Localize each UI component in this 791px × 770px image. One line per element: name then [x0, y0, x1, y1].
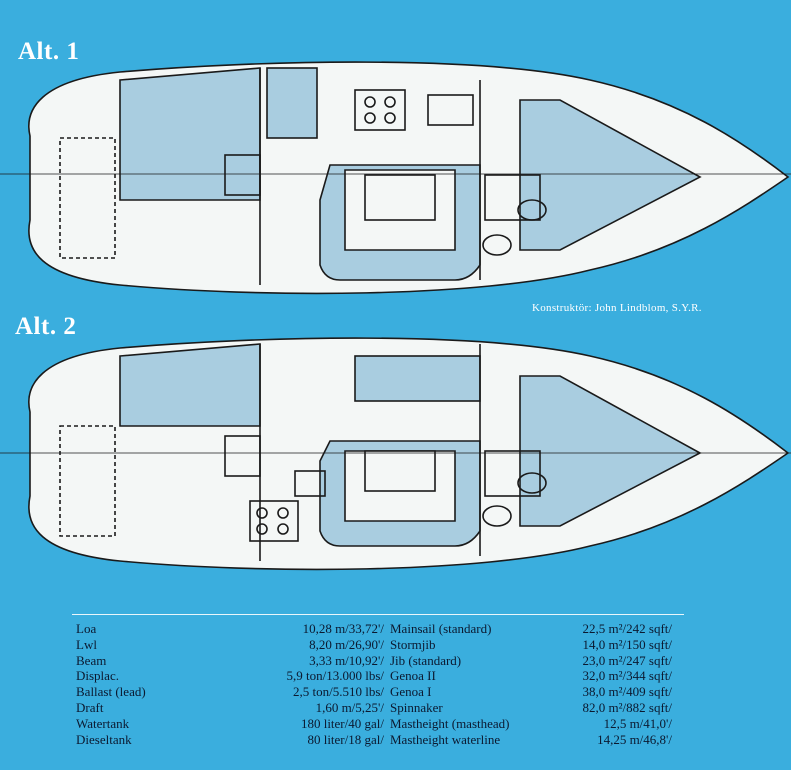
spec-value: 82,0 m²/882 sqft/ [582, 699, 672, 715]
spec-values-right: 22,5 m²/242 sqft/ 14,0 m²/150 sqft/ 23,0… [532, 621, 672, 747]
quarter-berth [266, 67, 318, 139]
spec-value: 1,60 m/5,25'/ [315, 699, 384, 715]
spec-value: 80 liter/18 gal/ [307, 731, 384, 747]
layout-1-label: Alt. 1 [18, 38, 80, 65]
spec-value: 5,9 ton/13.000 lbs/ [286, 668, 384, 684]
spec-value: 14,25 m/46,8'/ [597, 731, 672, 747]
spec-label: Genoa I [390, 684, 432, 700]
spec-value: 38,0 m²/409 sqft/ [582, 684, 672, 700]
galley-sink [427, 94, 474, 126]
spec-label: Stormjib [390, 636, 436, 652]
spec-labels-left: Loa Lwl Beam Displac. Ballast (lead) Dra… [76, 621, 146, 747]
toilet [517, 472, 547, 494]
spec-value: 8,20 m/26,90'/ [309, 636, 384, 652]
specifications-table: Loa Lwl Beam Displac. Ballast (lead) Dra… [72, 614, 684, 755]
galley-sink [294, 470, 326, 497]
spec-value: 180 liter/40 gal/ [300, 715, 384, 731]
spec-label: Beam [76, 652, 107, 668]
spec-value: 14,0 m²/150 sqft/ [582, 636, 672, 652]
spec-label: Jib (standard) [390, 652, 462, 668]
spec-label: Genoa II [390, 668, 436, 684]
head-grid [484, 450, 541, 497]
layout-1-plan [0, 61, 791, 295]
spec-value: 12,5 m/41,0'/ [603, 715, 672, 731]
spec-value: 10,28 m/33,72'/ [302, 621, 384, 636]
spec-label: Lwl [76, 636, 97, 652]
toilet [517, 199, 547, 221]
spec-label: Mainsail (standard) [390, 621, 492, 636]
spec-label: Ballast (lead) [76, 684, 146, 700]
spec-label: Mastheight waterline [390, 731, 501, 747]
aft-berth-port [119, 343, 261, 427]
cockpit-locker [59, 425, 116, 537]
settee-starboard [354, 355, 481, 402]
stove [249, 500, 299, 542]
spec-labels-right: Mainsail (standard) Stormjib Jib (standa… [390, 621, 510, 747]
cockpit-locker [59, 137, 116, 259]
spec-values-left: 10,28 m/33,72'/ 8,20 m/26,90'/ 3,33 m/10… [234, 621, 384, 747]
layout-2-plan [0, 337, 791, 571]
spec-value: 2,5 ton/5.510 lbs/ [292, 684, 384, 700]
spec-label: Mastheight (masthead) [390, 715, 510, 731]
spec-value: 3,33 m/10,92'/ [309, 652, 384, 668]
head-grid [484, 174, 541, 221]
aft-berth-port [119, 67, 261, 201]
stove [354, 89, 406, 131]
spec-label: Watertank [76, 715, 130, 731]
v-berth [519, 99, 702, 251]
spec-value: 22,5 m²/242 sqft/ [582, 621, 672, 636]
spec-label: Loa [76, 621, 97, 636]
layout-2-label: Alt. 2 [15, 313, 77, 340]
designer-credit: Konstruktör: John Lindblom, S.Y.R. [532, 302, 702, 314]
spec-label: Dieseltank [76, 731, 132, 747]
spec-value: 32,0 m²/344 sqft/ [582, 668, 672, 684]
spec-label: Displac. [76, 668, 119, 684]
washbasin [482, 234, 512, 256]
v-berth [519, 375, 702, 527]
washbasin [482, 505, 512, 527]
spec-label: Spinnaker [390, 699, 443, 715]
spec-label: Draft [76, 699, 104, 715]
spec-value: 23,0 m²/247 sqft/ [582, 652, 672, 668]
